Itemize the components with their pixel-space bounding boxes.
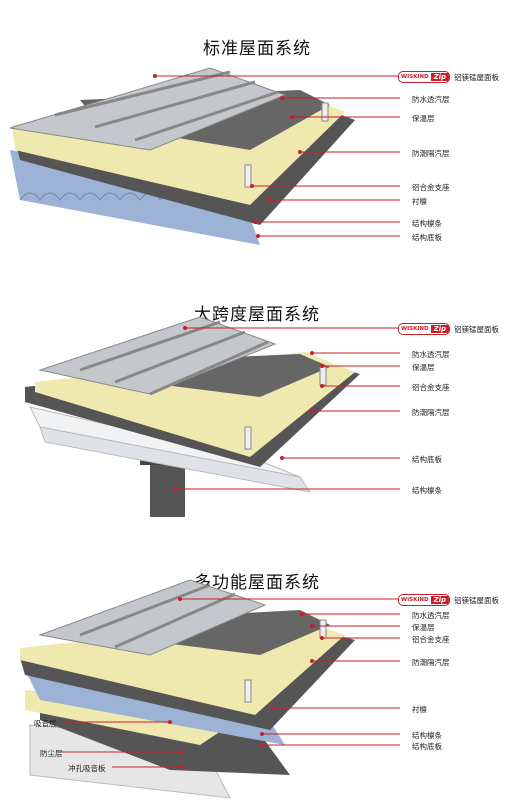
panel-multifunction-roof: 多功能屋面系统 bbox=[0, 530, 514, 800]
clip bbox=[319, 619, 327, 639]
label-sub-purlin: 衬檩 bbox=[412, 197, 427, 206]
leader-lines bbox=[62, 597, 400, 769]
label-perforated: 冲孔吸音板 bbox=[68, 764, 106, 773]
label-roof-sheet: 铝镁锰屋面板 bbox=[454, 324, 500, 334]
label-breather: 防水透汽层 bbox=[412, 611, 450, 620]
clip bbox=[244, 164, 252, 188]
label-deck: 结构底板 bbox=[412, 455, 442, 464]
label-insulation: 保温层 bbox=[412, 363, 435, 372]
label-vapour: 防潮隔汽层 bbox=[412, 408, 450, 417]
label-vapour: 防潮隔汽层 bbox=[412, 658, 450, 667]
label-vapour: 防潮隔汽层 bbox=[412, 149, 450, 158]
label-purlin: 结构檩条 bbox=[412, 486, 442, 495]
panel-title: 多功能屋面系统 bbox=[194, 573, 320, 593]
clip bbox=[244, 426, 252, 450]
leader-lines bbox=[153, 74, 400, 238]
label-clip: 铝合金支座 bbox=[412, 635, 450, 644]
label-purlin: 结构檩条 bbox=[412, 731, 442, 740]
label-purlin: 结构檩条 bbox=[412, 219, 442, 228]
label-breather: 防水透汽层 bbox=[412, 95, 450, 104]
label-clip: 铝合金支座 bbox=[412, 183, 450, 192]
label-deck: 结构底板 bbox=[412, 233, 442, 242]
clip bbox=[319, 366, 327, 386]
label-clip: 铝合金支座 bbox=[412, 383, 450, 392]
panel-title: 标准屋面系统 bbox=[203, 39, 311, 59]
seam-2 bbox=[94, 80, 256, 129]
standard-roof-illustration bbox=[9, 67, 400, 245]
label-insulation: 保温层 bbox=[412, 623, 435, 632]
label-deck: 结构底板 bbox=[412, 742, 442, 751]
multifunction-roof-illustration bbox=[20, 579, 400, 799]
label-sub-purlin: 衬檩 bbox=[412, 705, 427, 714]
label-breather: 防水透汽层 bbox=[412, 350, 450, 359]
label-insulation: 保温层 bbox=[412, 114, 435, 123]
clip bbox=[321, 102, 329, 122]
leader-lines bbox=[173, 326, 400, 491]
label-dust: 防尘层 bbox=[40, 749, 63, 758]
label-roof-sheet: 铝镁锰屋面板 bbox=[454, 72, 500, 82]
label-acoustic: 吸音层 bbox=[34, 719, 57, 728]
metal-sheet bbox=[38, 316, 277, 395]
seam-1 bbox=[54, 70, 231, 117]
long-span-roof-illustration bbox=[25, 316, 400, 517]
clip bbox=[244, 679, 252, 703]
metal-sheet bbox=[9, 67, 287, 151]
seam-3 bbox=[134, 90, 279, 142]
panel-title: 大跨度屋面系统 bbox=[194, 305, 320, 325]
label-roof-sheet: 铝镁锰屋面板 bbox=[454, 595, 500, 605]
